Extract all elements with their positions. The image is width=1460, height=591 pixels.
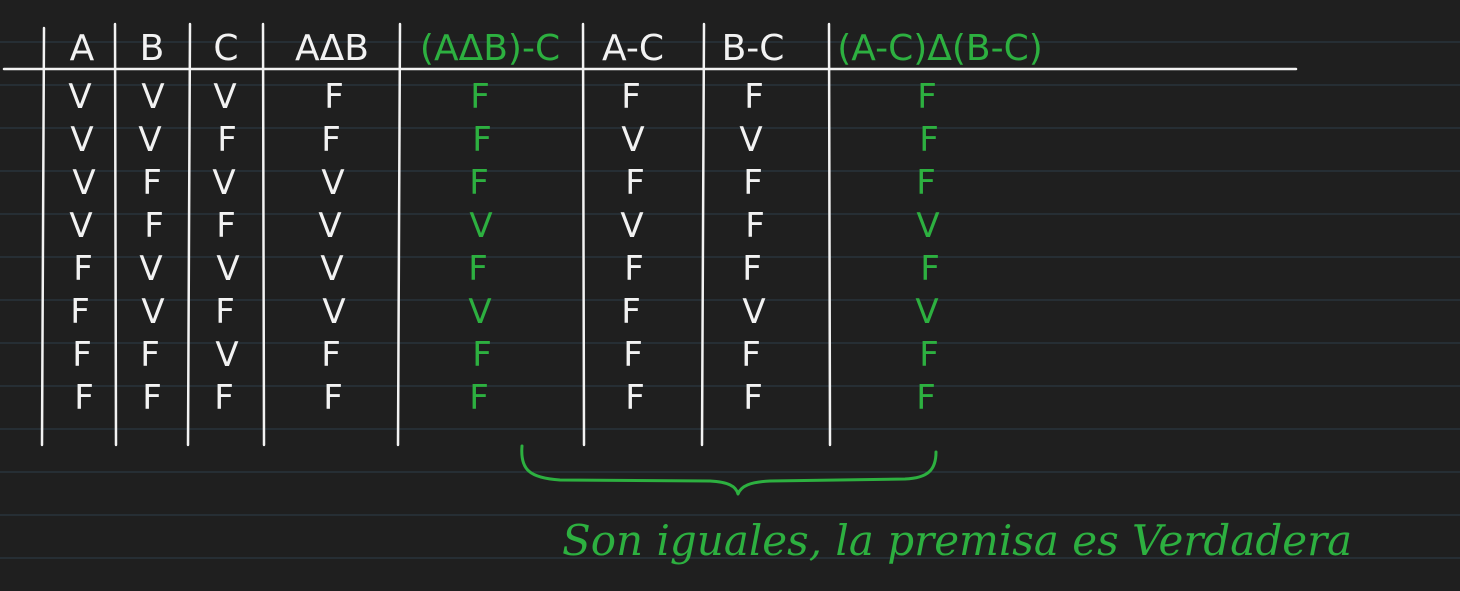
table-cell: V bbox=[212, 163, 235, 203]
table-cell: V bbox=[742, 292, 765, 332]
header-a-minus-c-delta-b-minus-c: (A-C)Δ(B-C) bbox=[837, 28, 1043, 69]
table-cell: F bbox=[916, 378, 936, 418]
header-c: C bbox=[213, 28, 238, 69]
table-cell: F bbox=[741, 335, 761, 375]
table-cell: F bbox=[621, 292, 641, 332]
table-cell: F bbox=[625, 163, 645, 203]
table-cell: V bbox=[321, 163, 344, 203]
table-cell: V bbox=[70, 120, 93, 160]
table-cell: V bbox=[739, 120, 762, 160]
table-cell: F bbox=[324, 77, 344, 117]
table-cell: V bbox=[216, 249, 239, 289]
table-cell: F bbox=[70, 292, 90, 332]
header-b-minus-c: B-C bbox=[722, 28, 785, 69]
table-cell: F bbox=[625, 378, 645, 418]
table-cell: F bbox=[144, 206, 164, 246]
ruled-lines bbox=[0, 41, 1460, 559]
table-cell: F bbox=[469, 378, 489, 418]
table-cell: V bbox=[915, 292, 938, 332]
table-cell: F bbox=[745, 206, 765, 246]
table-cell: V bbox=[215, 335, 238, 375]
table-cell: F bbox=[142, 378, 162, 418]
curly-brace bbox=[520, 444, 938, 496]
table-line bbox=[581, 22, 586, 447]
conclusion-note: Son iguales, la premisa es Verdadera bbox=[562, 516, 1352, 565]
table-cell: F bbox=[470, 77, 490, 117]
table-grid-lines bbox=[2, 22, 1298, 447]
table-cell: V bbox=[322, 292, 345, 332]
table-cell: V bbox=[620, 206, 643, 246]
table-cell: F bbox=[321, 335, 341, 375]
table-line bbox=[186, 22, 192, 447]
header-a-minus-c: A-C bbox=[602, 28, 664, 69]
table-cell: V bbox=[139, 249, 162, 289]
table-line bbox=[40, 26, 46, 447]
table-cell: V bbox=[320, 249, 343, 289]
table-cell: F bbox=[215, 292, 235, 332]
table-cell: F bbox=[323, 378, 343, 418]
table-cell: F bbox=[919, 120, 939, 160]
table-cell: F bbox=[321, 120, 341, 160]
table-line bbox=[261, 22, 266, 447]
table-cell: V bbox=[141, 292, 164, 332]
table-cell: F bbox=[919, 335, 939, 375]
table-cell: F bbox=[468, 249, 488, 289]
table-cell: V bbox=[138, 120, 161, 160]
table-cell: V bbox=[621, 120, 644, 160]
table-cell: V bbox=[72, 163, 95, 203]
header-a-delta-b: AΔB bbox=[295, 28, 369, 69]
table-cell: V bbox=[469, 206, 492, 246]
table-cell: F bbox=[140, 335, 160, 375]
table-line bbox=[113, 22, 118, 447]
table-cell: F bbox=[74, 378, 94, 418]
table-cell: F bbox=[72, 335, 92, 375]
table-cell: F bbox=[214, 378, 234, 418]
table-cell: F bbox=[623, 335, 643, 375]
table-cell: F bbox=[73, 249, 93, 289]
table-cell: V bbox=[213, 77, 236, 117]
table-cell: F bbox=[744, 77, 764, 117]
table-cell: V bbox=[468, 292, 491, 332]
header-b: B bbox=[140, 28, 165, 69]
table-line bbox=[396, 22, 402, 447]
table-cell: F bbox=[743, 378, 763, 418]
table-cell: F bbox=[742, 249, 762, 289]
table-cell: F bbox=[142, 163, 162, 203]
table-cell: F bbox=[216, 206, 236, 246]
table-cell: V bbox=[318, 206, 341, 246]
header-a-delta-b-minus-c: (AΔB)-C bbox=[420, 28, 560, 69]
table-cell: F bbox=[920, 249, 940, 289]
table-cell: F bbox=[621, 77, 641, 117]
table-cell: F bbox=[743, 163, 763, 203]
table-cell: F bbox=[472, 120, 492, 160]
table-cell: V bbox=[68, 77, 91, 117]
table-line bbox=[827, 22, 832, 447]
table-cell: F bbox=[217, 120, 237, 160]
table-cell: F bbox=[917, 77, 937, 117]
table-line bbox=[700, 22, 706, 447]
table-cell: F bbox=[624, 249, 644, 289]
table-cell: F bbox=[916, 163, 936, 203]
table-cell: F bbox=[469, 163, 489, 203]
table-cell: V bbox=[916, 206, 939, 246]
table-cell: F bbox=[472, 335, 492, 375]
header-a: A bbox=[70, 28, 95, 69]
table-header-row: A B C AΔB (AΔB)-C A-C B-C (A-C)Δ(B-C) bbox=[70, 28, 1043, 69]
table-cell: V bbox=[69, 206, 92, 246]
table-cell: V bbox=[141, 77, 164, 117]
